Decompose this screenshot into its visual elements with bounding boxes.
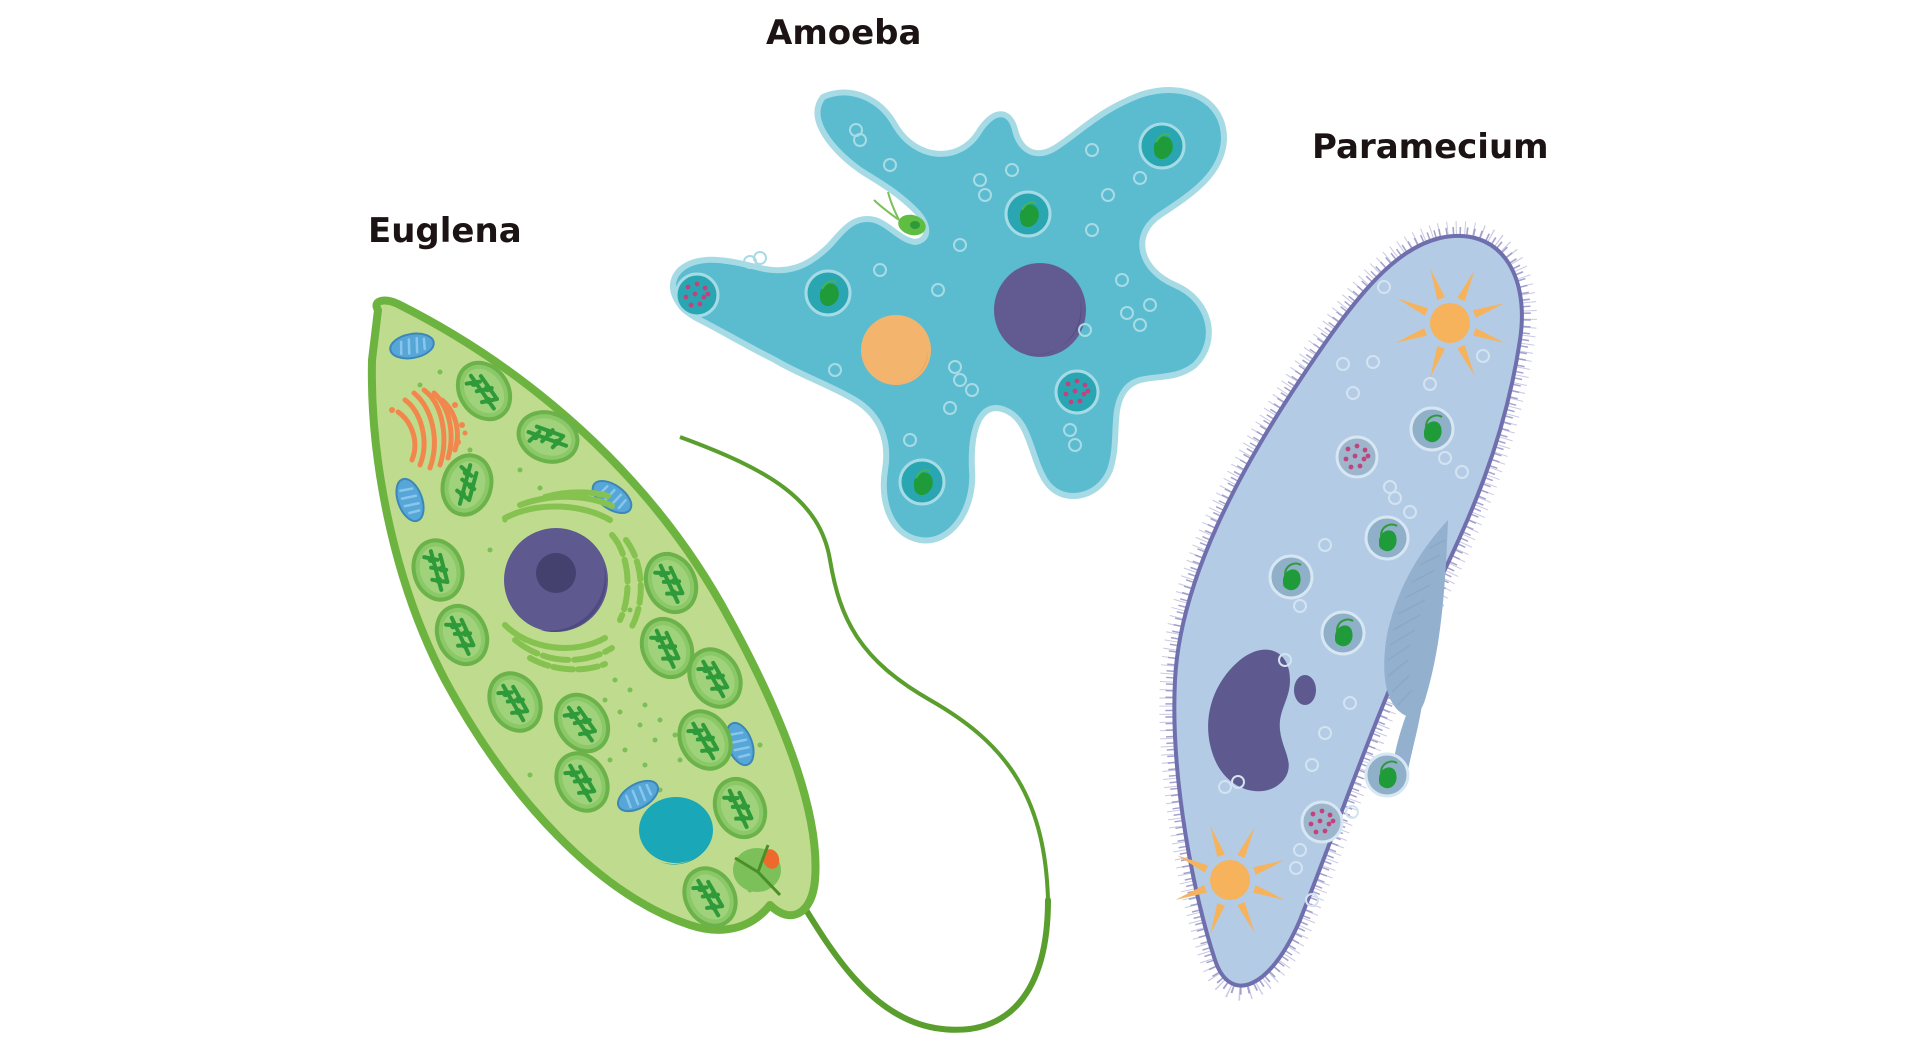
- paramecium-oral-groove: [1384, 520, 1448, 717]
- amoeba-body: [669, 87, 1228, 544]
- amoeba-contractile-vacuole: [861, 315, 931, 385]
- euglena-nucleolus: [536, 553, 576, 593]
- euglena-eyespot: [762, 849, 780, 869]
- euglena-endoplasmic-reticulum: [502, 489, 644, 673]
- amoeba-prey-euglena: [873, 191, 926, 236]
- amoeba: [669, 87, 1228, 544]
- paramecium-label: Paramecium: [1312, 127, 1549, 167]
- paramecium: [1159, 221, 1537, 1001]
- amoeba-label: Amoeba: [766, 13, 922, 53]
- euglena: [367, 296, 1051, 1033]
- paramecium-micronucleus: [1294, 675, 1316, 705]
- euglena-golgi: [395, 387, 460, 471]
- euglena-label: Euglena: [368, 211, 522, 251]
- paramecium-macronucleus: [1208, 649, 1290, 792]
- euglena-contractile-vacuole: [639, 797, 713, 863]
- amoeba-nucleus: [994, 263, 1086, 357]
